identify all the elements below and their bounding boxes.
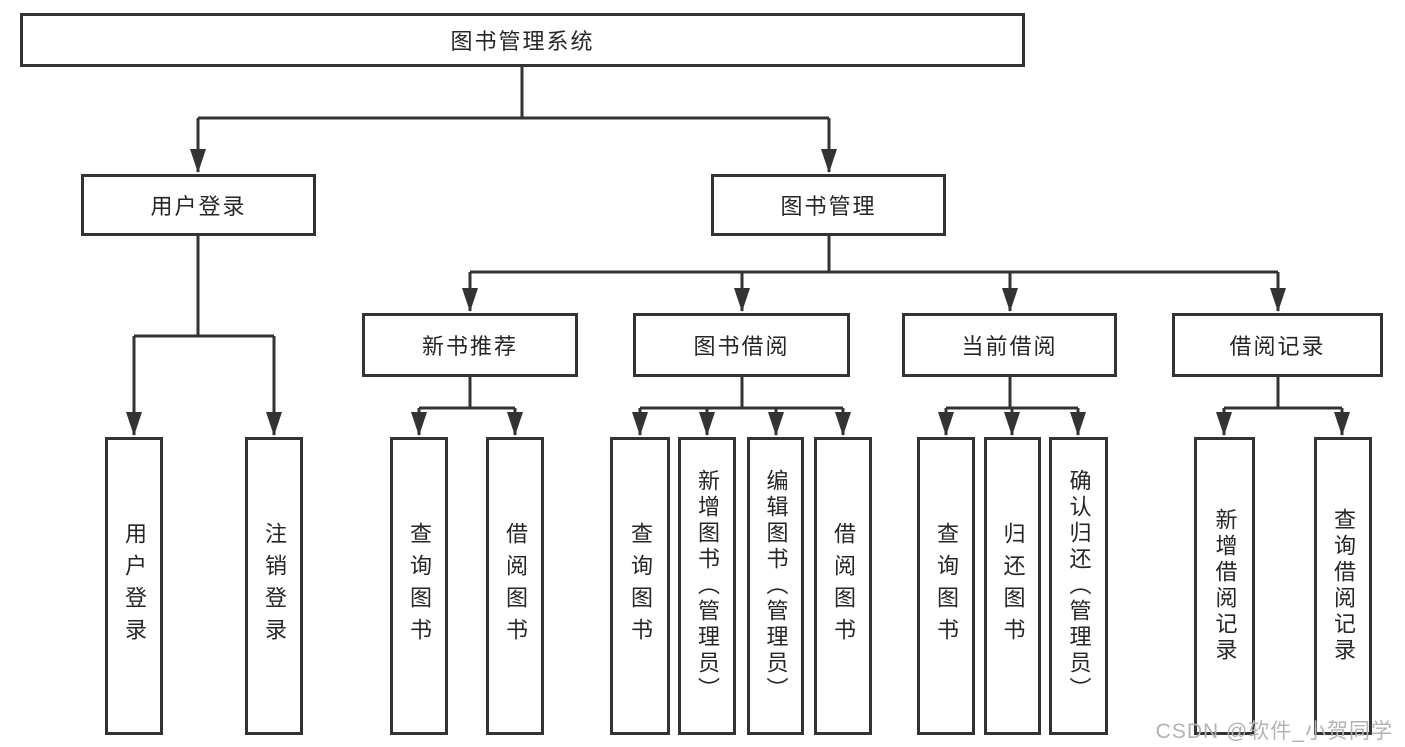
node-new-book-recommend: 新书推荐 (362, 313, 578, 377)
node-borrow-books-2: 借阅图书 (814, 437, 872, 735)
node-current-borrowing: 当前借阅 (902, 313, 1117, 377)
node-query-books-2: 查询图书 (610, 437, 670, 735)
node-query-books-3: 查询图书 (917, 437, 975, 735)
node-login: 用户登录 (105, 437, 163, 735)
node-logout: 注销登录 (245, 437, 303, 735)
node-borrow-books-1: 借阅图书 (486, 437, 544, 735)
node-return-books: 归还图书 (984, 437, 1041, 735)
node-add-borrow-record: 新增借阅记录 (1194, 437, 1255, 735)
node-root: 图书管理系统 (20, 13, 1025, 67)
node-book-management: 图书管理 (711, 174, 946, 236)
node-add-books-admin: 新增图书（管理员） (678, 437, 736, 735)
node-confirm-return-admin: 确认归还（管理员） (1049, 437, 1108, 735)
node-query-books-1: 查询图书 (390, 437, 448, 735)
watermark: CSDN @软件_小贺同学 (1155, 720, 1393, 743)
node-query-borrow-record: 查询借阅记录 (1314, 437, 1372, 735)
node-borrowing-records: 借阅记录 (1172, 313, 1383, 377)
node-book-borrowing: 图书借阅 (633, 313, 850, 377)
node-user-login: 用户登录 (81, 174, 316, 236)
node-edit-books-admin: 编辑图书（管理员） (747, 437, 804, 735)
